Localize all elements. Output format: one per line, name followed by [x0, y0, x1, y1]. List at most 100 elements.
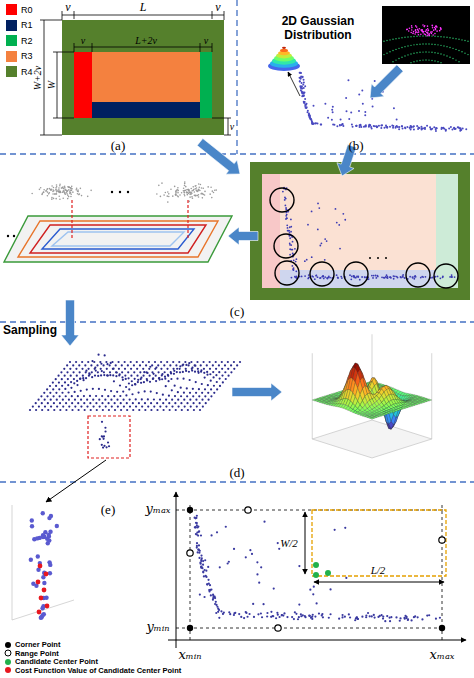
sampled-points	[184, 405, 186, 407]
point-cloud	[55, 187, 57, 189]
point-cloud	[339, 248, 341, 250]
sampled-points	[59, 395, 61, 397]
sampled-points	[120, 409, 122, 411]
sampled-points	[216, 388, 218, 390]
point-cloud	[198, 186, 200, 188]
sampled-points	[70, 381, 72, 383]
lidar-image	[395, 59, 396, 60]
point-cloud	[57, 190, 59, 192]
point-cloud	[191, 190, 193, 192]
point-cloud	[163, 194, 165, 196]
sampled-points	[215, 374, 217, 376]
point-cloud	[393, 275, 395, 277]
sampled-points	[212, 371, 214, 373]
point-cloud	[353, 275, 355, 277]
point-cloud	[413, 128, 415, 130]
sampled-points	[101, 421, 103, 423]
lidar-image	[382, 6, 470, 64]
sampled-points	[170, 378, 172, 380]
lidar-image	[421, 29, 423, 31]
sampled-points	[85, 370, 87, 372]
sampled-points	[102, 438, 104, 440]
search-circle	[434, 264, 458, 288]
sampled-points	[192, 395, 194, 397]
sampled-points	[104, 427, 106, 429]
sampled-points	[59, 402, 61, 404]
sampled-points	[191, 367, 193, 369]
point-cloud	[465, 128, 467, 130]
sampled-points	[143, 381, 145, 383]
sampled-points	[219, 385, 221, 387]
sampled-points	[162, 409, 164, 411]
sampled-points	[222, 381, 224, 383]
point-cloud	[398, 126, 400, 128]
sampled-points	[55, 378, 57, 380]
point-cloud	[411, 126, 413, 128]
lidar-image	[461, 39, 462, 40]
point-cloud	[342, 123, 344, 125]
projection-line	[71, 200, 72, 240]
sampled-points	[206, 374, 208, 376]
point-cloud	[66, 193, 68, 195]
point-cloud	[392, 127, 394, 129]
point-cloud	[381, 276, 383, 278]
sampled-points	[161, 373, 163, 375]
sampled-points	[227, 368, 229, 370]
sampled-points	[147, 405, 149, 407]
sampled-points	[182, 371, 184, 373]
point-cloud	[186, 191, 188, 193]
point-cloud	[324, 276, 326, 278]
sampled-points	[198, 395, 200, 397]
point-cloud	[413, 125, 415, 127]
point-cloud	[308, 114, 310, 116]
sampled-points	[150, 409, 152, 411]
point-cloud	[401, 125, 403, 127]
sampled-points	[239, 361, 241, 363]
point-cloud	[451, 274, 453, 276]
point-cloud	[375, 275, 377, 277]
sampled-points	[171, 389, 173, 391]
point-cloud	[307, 110, 309, 112]
projection-line	[72, 200, 188, 240]
zoom-inset	[31, 582, 35, 586]
lidar-image	[395, 38, 396, 39]
ellipsis-dots	[13, 235, 15, 237]
lidar-image	[440, 53, 441, 54]
point-cloud	[462, 127, 464, 129]
ellipsis-dots	[111, 191, 113, 193]
sampled-points	[74, 399, 76, 401]
point-cloud	[183, 190, 185, 192]
point-cloud	[306, 103, 308, 105]
sampled-points	[199, 409, 201, 411]
lidar-image	[449, 56, 450, 57]
sampled-points	[73, 378, 75, 380]
point-cloud	[192, 186, 194, 188]
point-cloud	[326, 277, 328, 279]
point-cloud	[71, 188, 73, 190]
projection-line	[187, 200, 188, 238]
point-cloud	[47, 191, 49, 193]
sampled-points	[97, 354, 99, 356]
sampled-points	[166, 368, 168, 370]
sampled-points	[127, 364, 129, 366]
lidar-image	[416, 60, 417, 61]
sampled-points	[163, 364, 165, 366]
lidar-image	[411, 29, 413, 31]
point-cloud	[410, 129, 412, 131]
point-cloud	[454, 128, 456, 130]
point-cloud	[448, 128, 450, 130]
point-cloud	[177, 196, 179, 198]
lidar-image	[455, 59, 456, 60]
dimension-line	[40, 135, 62, 136]
point-cloud	[188, 190, 190, 192]
point-cloud	[389, 276, 391, 278]
sampled-points	[207, 399, 209, 401]
lidar-image	[458, 50, 459, 51]
point-cloud	[51, 197, 53, 199]
sampled-points	[112, 368, 114, 370]
point-cloud	[58, 191, 60, 193]
lidar-image	[431, 31, 433, 33]
sampled-points	[79, 371, 81, 373]
sampled-points	[162, 402, 164, 404]
